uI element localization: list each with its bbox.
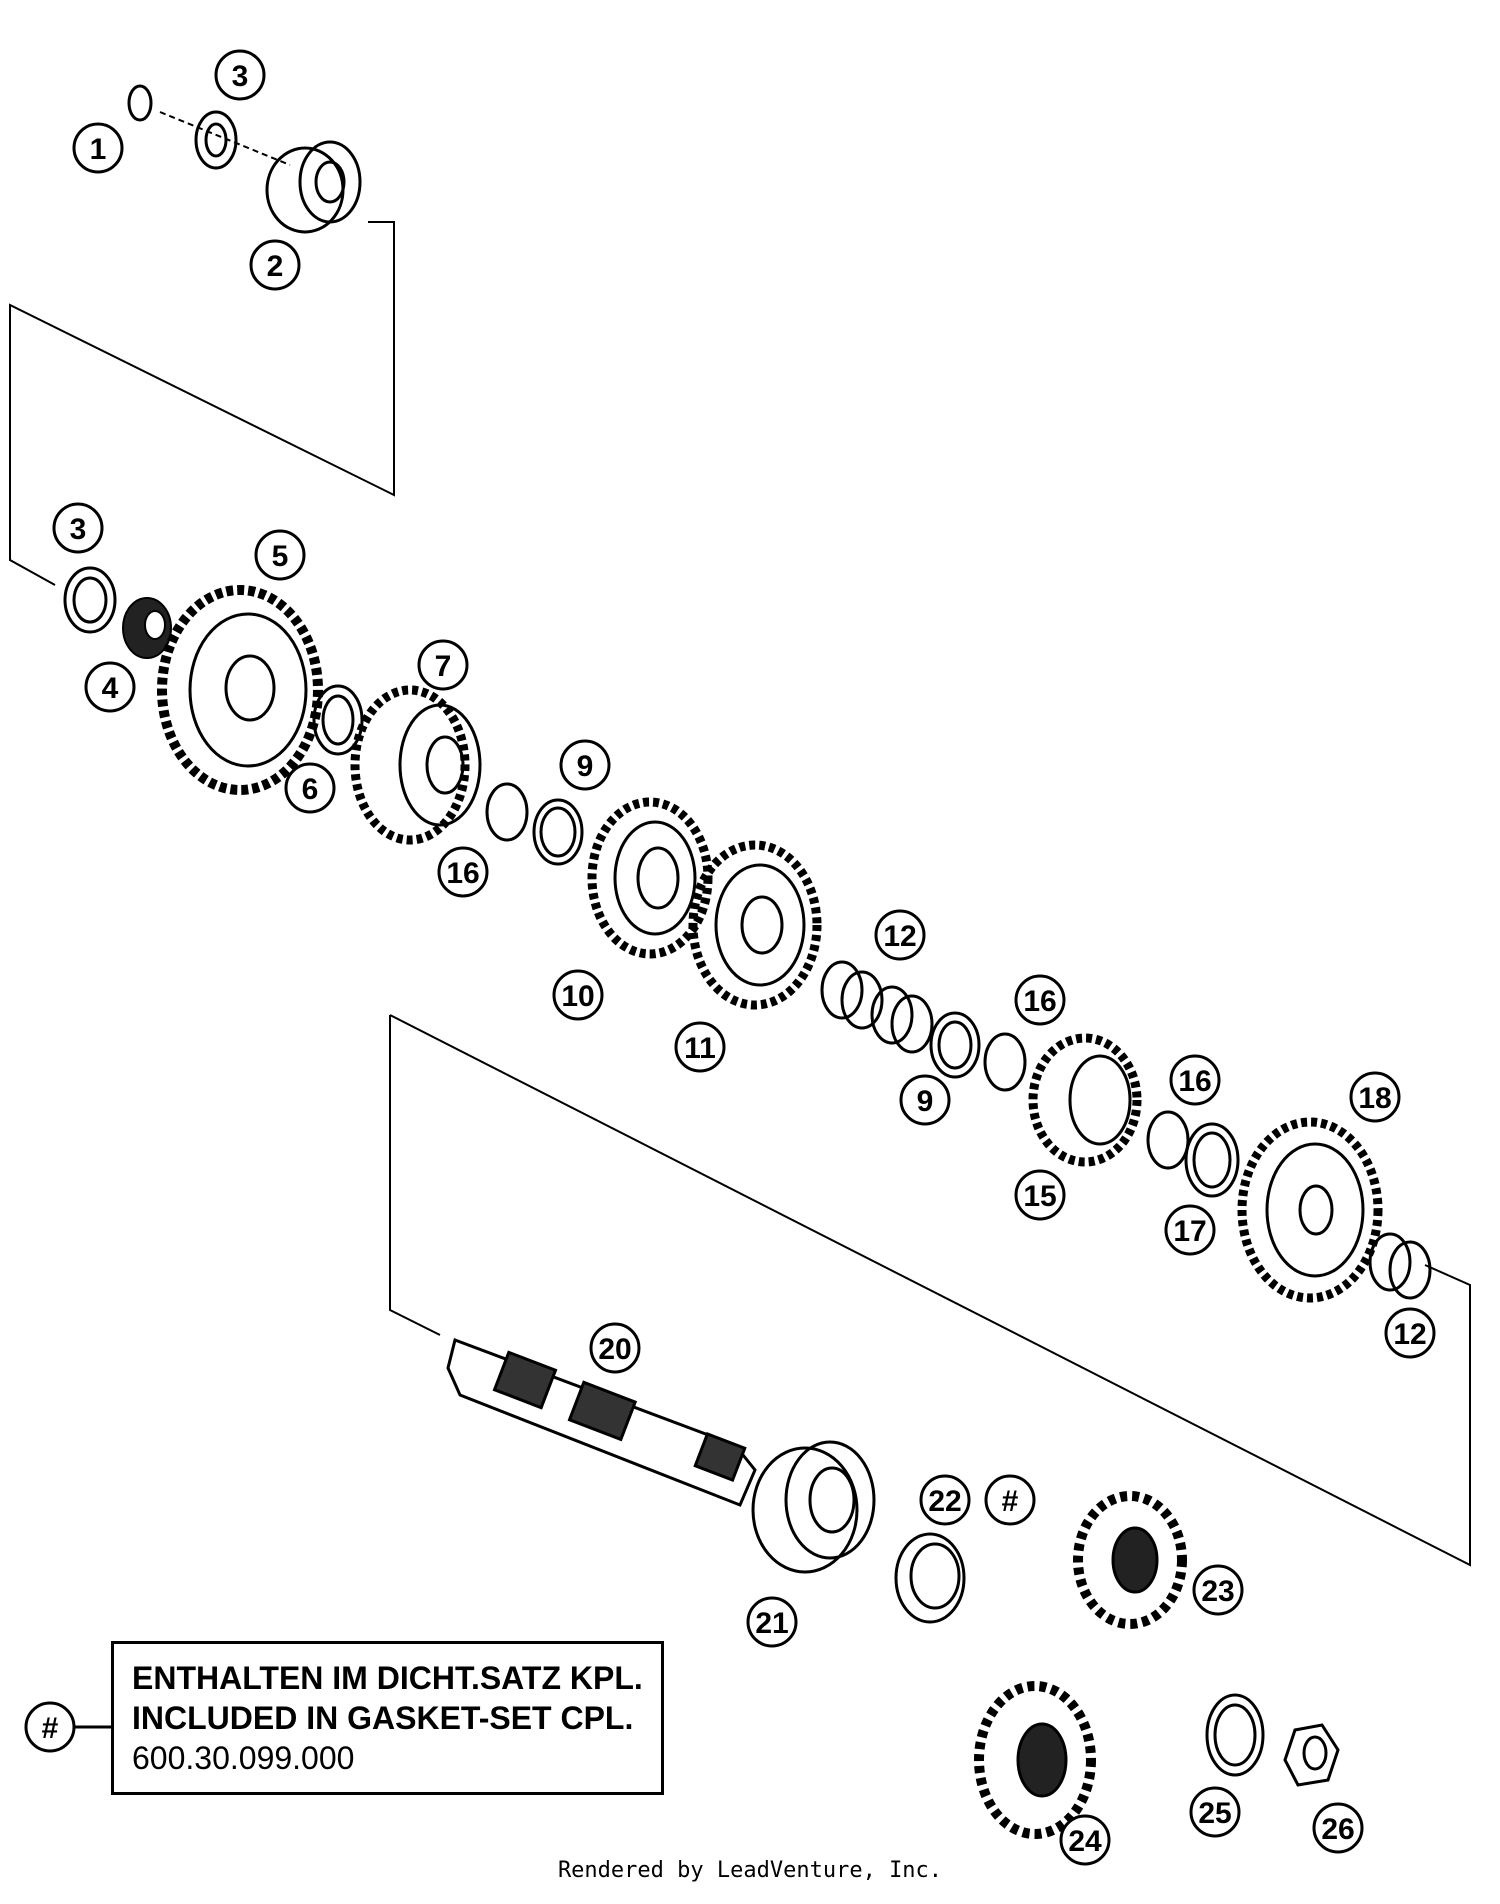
part-washer-9a	[532, 798, 584, 866]
callout-20: 20	[589, 1322, 641, 1374]
callout-18: 18	[1349, 1071, 1401, 1123]
callout-16: 16	[1169, 1054, 1221, 1106]
part-nut-26	[1283, 1723, 1340, 1787]
callout-number: 6	[302, 773, 319, 806]
callout-3: 3	[214, 49, 266, 101]
render-credit: Rendered by LeadVenture, Inc.	[557, 1858, 943, 1883]
part-washer-25	[1205, 1693, 1265, 1777]
part-ring-16a	[485, 782, 529, 842]
callout-15: 15	[1014, 1169, 1066, 1221]
callout-6: 6	[284, 762, 336, 814]
note-line-english: INCLUDED IN GASKET-SET CPL.	[132, 1700, 634, 1736]
part-circlip-1	[127, 84, 153, 122]
callout-number: 16	[1023, 985, 1056, 1018]
callout-number: 12	[883, 920, 916, 953]
callout-number: 3	[232, 60, 249, 93]
part-washer-3-top	[194, 110, 238, 170]
part-gear-10	[587, 797, 713, 959]
callout-number: 3	[70, 513, 87, 546]
callout-number: 25	[1198, 1797, 1231, 1830]
part-ring-16b	[983, 1032, 1027, 1092]
callout-22: 22	[919, 1474, 971, 1526]
callout-3: 3	[52, 502, 104, 554]
callout-number: 23	[1201, 1575, 1234, 1608]
note-line-german: ENTHALTEN IM DICHT.SATZ KPL.	[132, 1660, 643, 1696]
callout-23: 23	[1192, 1564, 1244, 1616]
part-gear-11	[688, 840, 822, 1010]
bracket-lines	[9, 111, 1471, 1567]
callout-2: 2	[249, 239, 301, 291]
callout-number: 12	[1393, 1318, 1426, 1351]
callout-11: 11	[674, 1021, 726, 1073]
part-bushing-12b	[1368, 1232, 1432, 1300]
callout-number: 16	[446, 857, 479, 890]
callout-number: 21	[755, 1607, 788, 1640]
callout-number: 11	[684, 1032, 716, 1065]
part-shaft-20	[446, 1338, 757, 1507]
callout-number: 9	[577, 750, 594, 783]
callout-number: 20	[598, 1333, 631, 1366]
callout-9: 9	[559, 739, 611, 791]
part-washer-6	[312, 684, 364, 756]
part-ring-16c	[1146, 1110, 1190, 1170]
callout-number: 1	[90, 133, 107, 166]
part-washer-3-mid	[63, 566, 117, 634]
callout-26: 26	[1312, 1802, 1364, 1854]
part-gear-5	[157, 585, 323, 795]
part-bearing-21	[751, 1440, 876, 1574]
callout-hash: #	[984, 1474, 1036, 1526]
part-gear-18	[1237, 1117, 1383, 1303]
part-gear-15	[1028, 1033, 1142, 1167]
part-bushing-12a	[820, 960, 934, 1054]
callout-17: 17	[1164, 1204, 1216, 1256]
part-washer-9b	[929, 1011, 981, 1079]
callout-7: 7	[417, 639, 469, 691]
part-sprocket-24	[974, 1681, 1096, 1839]
note-marker-text: #	[42, 1712, 59, 1745]
callout-number: 24	[1068, 1825, 1102, 1858]
callout-10: 10	[552, 969, 604, 1021]
callout-number: 16	[1178, 1065, 1211, 1098]
part-gear-7	[350, 685, 482, 845]
note-part-number: 600.30.099.000	[132, 1740, 355, 1776]
part-bearing-2	[265, 140, 362, 234]
callout-number: 15	[1023, 1180, 1056, 1213]
callout-number: 9	[917, 1085, 934, 1118]
part-seal-22	[894, 1532, 966, 1624]
callout-12: 12	[874, 909, 926, 961]
callout-labels: 1233456791610111291615161817122022#21232…	[52, 49, 1436, 1866]
callout-24: 24	[1059, 1814, 1111, 1866]
callout-number: 17	[1173, 1215, 1206, 1248]
callout-25: 25	[1189, 1786, 1241, 1838]
callout-number: 26	[1321, 1813, 1354, 1846]
callout-12: 12	[1384, 1307, 1436, 1359]
callout-9: 9	[899, 1074, 951, 1126]
callout-number: 2	[267, 250, 284, 283]
callout-number: #	[1002, 1485, 1019, 1518]
callout-number: 5	[272, 540, 289, 573]
callout-number: 22	[928, 1485, 961, 1518]
part-needle-bearing-4	[122, 597, 172, 659]
part-washer-17	[1184, 1122, 1240, 1198]
callout-5: 5	[254, 529, 306, 581]
callout-number: 18	[1358, 1082, 1391, 1115]
part-sprocket-23	[1073, 1491, 1187, 1629]
callout-21: 21	[746, 1596, 798, 1648]
callout-number: 4	[102, 672, 119, 705]
callout-number: 10	[561, 980, 594, 1013]
callout-16: 16	[1014, 974, 1066, 1026]
gasket-set-note: ENTHALTEN IM DICHT.SATZ KPL. INCLUDED IN…	[111, 1641, 664, 1795]
callout-4: 4	[84, 661, 136, 713]
callout-number: 7	[435, 650, 452, 683]
callout-1: 1	[72, 122, 124, 174]
callout-16: 16	[437, 846, 489, 898]
note-marker: #	[24, 1701, 111, 1753]
